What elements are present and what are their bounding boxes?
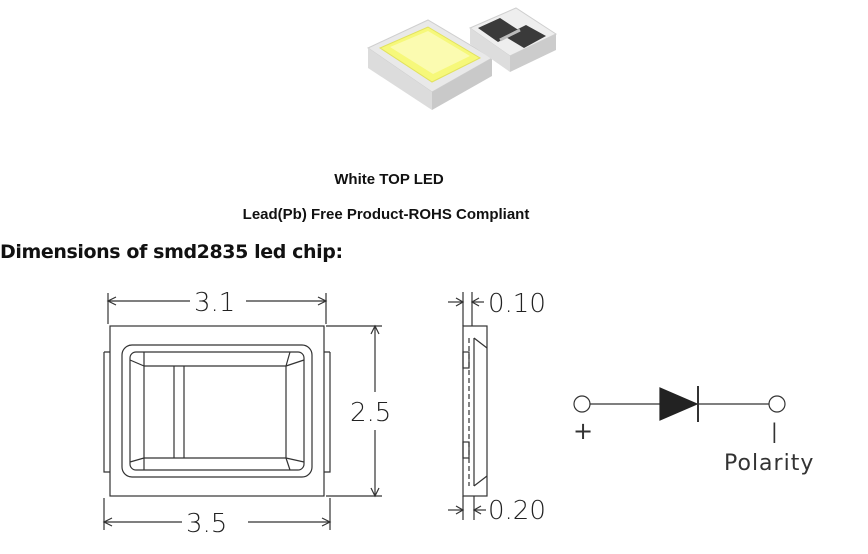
product-title: White TOP LED	[334, 171, 444, 188]
side-bottom-label: 0.20	[488, 496, 546, 526]
polarity-label: Polarity	[724, 451, 814, 476]
top-width-dimension	[106, 293, 328, 324]
height-dimension	[326, 324, 382, 498]
section-heading: Dimensions of smd2835 led chip:	[0, 241, 343, 263]
top-width-label: 3.1	[194, 288, 235, 318]
height-label: 2.5	[350, 398, 391, 428]
led-side-view	[448, 292, 488, 520]
cathode-minus-label: |	[771, 419, 778, 443]
bottom-width-dimension	[102, 498, 332, 530]
side-top-label: 0.10	[488, 289, 546, 319]
product-compliance: Lead(Pb) Free Product-ROHS Compliant	[242, 206, 530, 223]
diode-polarity-symbol	[573, 386, 786, 422]
led-product-photo	[320, 0, 632, 162]
bottom-width-label: 3.5	[186, 509, 227, 539]
led-top-view-outline	[103, 325, 331, 497]
anode-plus-label: +	[573, 417, 593, 445]
